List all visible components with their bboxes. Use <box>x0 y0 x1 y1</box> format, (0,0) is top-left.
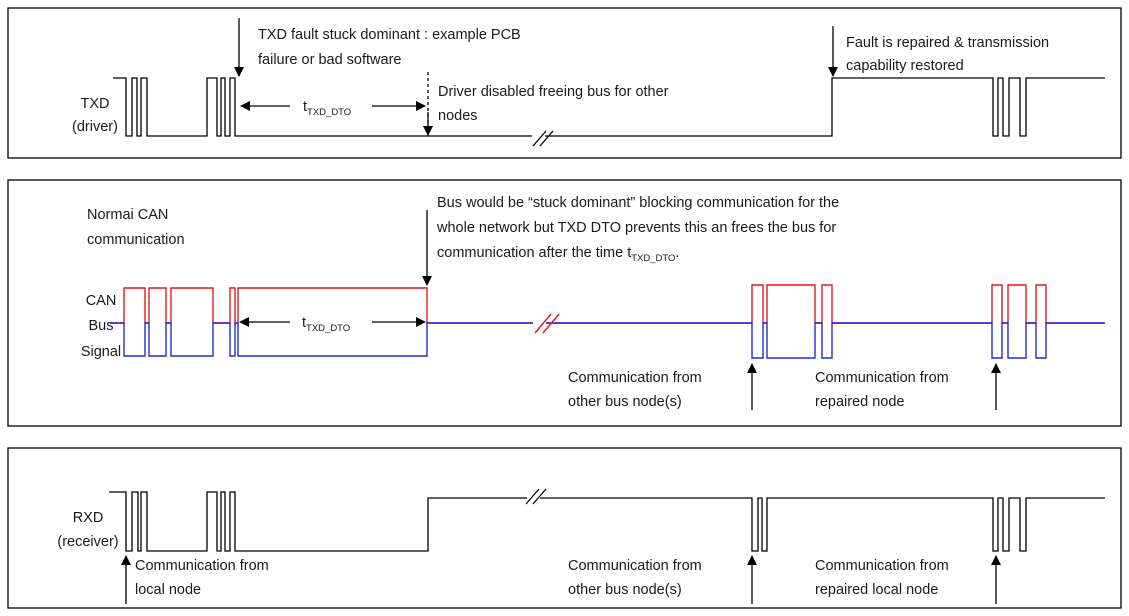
can-high-waveform-left <box>110 287 533 324</box>
normal-communication-line2: communication <box>87 232 185 248</box>
txd-repair-note-line1: Fault is repaired & transmission <box>846 35 1049 51</box>
rxd-other-nodes-line1: Communication from <box>568 558 702 574</box>
txd-waveform-right <box>545 77 1105 137</box>
txd-break-mark <box>532 130 554 147</box>
can-panel-frame <box>7 179 1122 427</box>
txd-signal-sublabel: (driver) <box>72 119 118 135</box>
can-low-waveform-right <box>546 322 1105 359</box>
rxd-signal-label: RXD <box>73 510 104 526</box>
can-signal-label-line3: Signal <box>81 344 121 360</box>
rxd-waveform-right <box>540 497 1105 552</box>
can-signal-label-line1: CAN <box>86 293 117 309</box>
can-bus-panel: Normai CAN communication CAN Bus Signal … <box>7 179 1122 427</box>
can-other-nodes-line1: Communication from <box>568 370 702 386</box>
can-timer-label: tTXD_DTO <box>302 315 350 334</box>
txd-timer-label: tTXD_DTO <box>303 99 351 118</box>
bus-note-line2: whole network but TXD DTO prevents this … <box>436 220 836 236</box>
rxd-panel: RXD (receiver) Communication from local … <box>7 447 1122 609</box>
txd-repair-note-line2: capability restored <box>846 58 964 74</box>
rxd-repaired-line1: Communication from <box>815 558 949 574</box>
txd-signal-label: TXD <box>81 96 110 112</box>
txd-panel-frame <box>7 7 1122 159</box>
rxd-other-nodes-line2: other bus node(s) <box>568 582 682 598</box>
can-high-waveform-right <box>546 284 1105 324</box>
txd-driver-note-line1: Driver disabled freeing bus for other <box>438 84 669 100</box>
rxd-break-mark <box>525 488 547 505</box>
can-repaired-line2: repaired node <box>815 394 905 410</box>
rxd-repaired-line2: repaired local node <box>815 582 938 598</box>
rxd-local-line2: local node <box>135 582 201 598</box>
txd-fault-note-line2: failure or bad software <box>258 52 401 68</box>
txd-panel: TXD (driver) TXD fault stuck dominant : … <box>7 7 1122 159</box>
rxd-panel-frame <box>7 447 1122 609</box>
can-repaired-line1: Communication from <box>815 370 949 386</box>
txd-waveform-left <box>113 77 532 137</box>
txd-fault-note-line1: TXD fault stuck dominant : example PCB <box>258 27 521 43</box>
can-low-waveform-left <box>110 322 533 357</box>
rxd-signal-sublabel: (receiver) <box>57 534 118 550</box>
can-other-nodes-line2: other bus node(s) <box>568 394 682 410</box>
can-signal-label-line2: Bus <box>89 318 114 334</box>
txd-driver-note-line2: nodes <box>438 108 478 124</box>
bus-note-line1: Bus would be “stuck dominant” blocking c… <box>437 195 839 211</box>
rxd-waveform-left <box>109 491 527 552</box>
bus-note-line3: communication after the time tTXD_DTO. <box>437 245 679 264</box>
rxd-local-line1: Communication from <box>135 558 269 574</box>
normal-communication-line1: Normai CAN <box>87 207 168 223</box>
can-break-mark <box>534 313 560 334</box>
